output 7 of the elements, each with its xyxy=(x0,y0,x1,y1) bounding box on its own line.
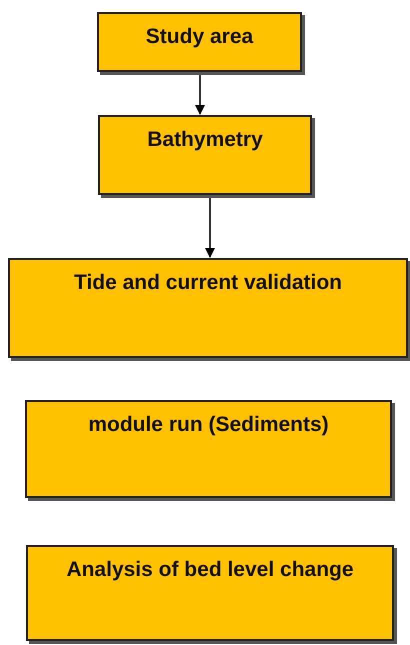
arrow xyxy=(195,74,205,115)
process-box: Bathymetry xyxy=(98,115,312,195)
process-box: Study area xyxy=(97,12,302,72)
process-box: module run (Sediments) xyxy=(25,400,392,498)
process-box: Tide and current validation xyxy=(8,258,408,358)
process-box: Analysis of bed level change xyxy=(26,545,394,641)
arrow xyxy=(205,197,215,258)
